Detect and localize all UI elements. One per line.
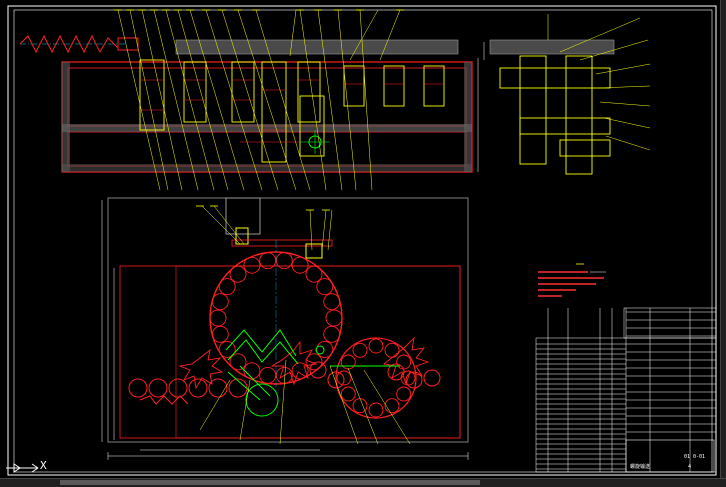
drum-pocket (243, 362, 261, 380)
title-block-drawing-no: 01 0-01 (684, 454, 705, 460)
gear-shafts (139, 59, 445, 163)
drum-pocket (305, 353, 323, 371)
callout-leaders-bottom (199, 205, 411, 445)
top-section-view (19, 9, 479, 191)
gear-teeth-markings (140, 79, 444, 143)
drum-pocket (368, 402, 384, 418)
drum-pocket (384, 398, 400, 414)
secondary-drum-pockets (336, 338, 416, 418)
top-plate (175, 39, 459, 55)
star-wheels (178, 336, 430, 390)
drum-pocket (352, 342, 368, 358)
drum-pocket (209, 309, 227, 327)
title-block-name: 螺旋输送 (630, 463, 650, 470)
drum-pocket (259, 366, 277, 384)
drum-pocket (396, 354, 412, 370)
callout-leaders-top (117, 9, 401, 191)
drum-pocket (211, 293, 229, 311)
drum-pocket (323, 293, 341, 311)
drum-pocket (291, 362, 309, 380)
ucs-axis-icon[interactable] (4, 456, 48, 476)
horizontal-scroll-thumb[interactable] (60, 480, 480, 485)
title-block: 螺旋输送 4 01 0-01 (625, 439, 715, 473)
drum-pocket (218, 340, 236, 358)
drum-pocket (316, 340, 334, 358)
side-section-view (483, 14, 651, 175)
secondary-drum (335, 337, 417, 419)
drum-pocket (316, 278, 334, 296)
drum-pocket (305, 265, 323, 283)
drum-pocket (325, 309, 343, 327)
drum-pocket (368, 338, 384, 354)
dimension-lines (101, 200, 469, 460)
drum-pocket (259, 252, 277, 270)
technical-notes (538, 263, 606, 297)
drum-pocket (291, 256, 309, 274)
drum-pockets (209, 252, 343, 384)
drum-pocket (275, 252, 293, 270)
drum-pocket (218, 278, 236, 296)
drum-pocket (243, 256, 261, 274)
drum-pocket (336, 370, 352, 386)
parts-list-table (535, 307, 717, 473)
front-elevation-view (101, 197, 469, 460)
screw-shaft-left (19, 34, 139, 54)
vertical-scrollbar[interactable] (720, 0, 726, 478)
drum-pocket (340, 386, 356, 402)
motor-block (225, 197, 261, 235)
drawing-frame-inner (13, 9, 713, 473)
horizontal-scrollbar[interactable] (0, 478, 726, 487)
title-block-sheet: 4 (688, 464, 691, 470)
drum-pocket (396, 386, 412, 402)
drum-pocket (340, 354, 356, 370)
drum-pocket (211, 325, 229, 343)
drum-pocket (323, 325, 341, 343)
gearbox-housing (61, 61, 473, 173)
drum-pocket (384, 342, 400, 358)
gear-linkage (225, 329, 400, 417)
drum-pocket (229, 265, 247, 283)
drum-pocket (229, 353, 247, 371)
drawing-frame-outer (7, 5, 717, 476)
